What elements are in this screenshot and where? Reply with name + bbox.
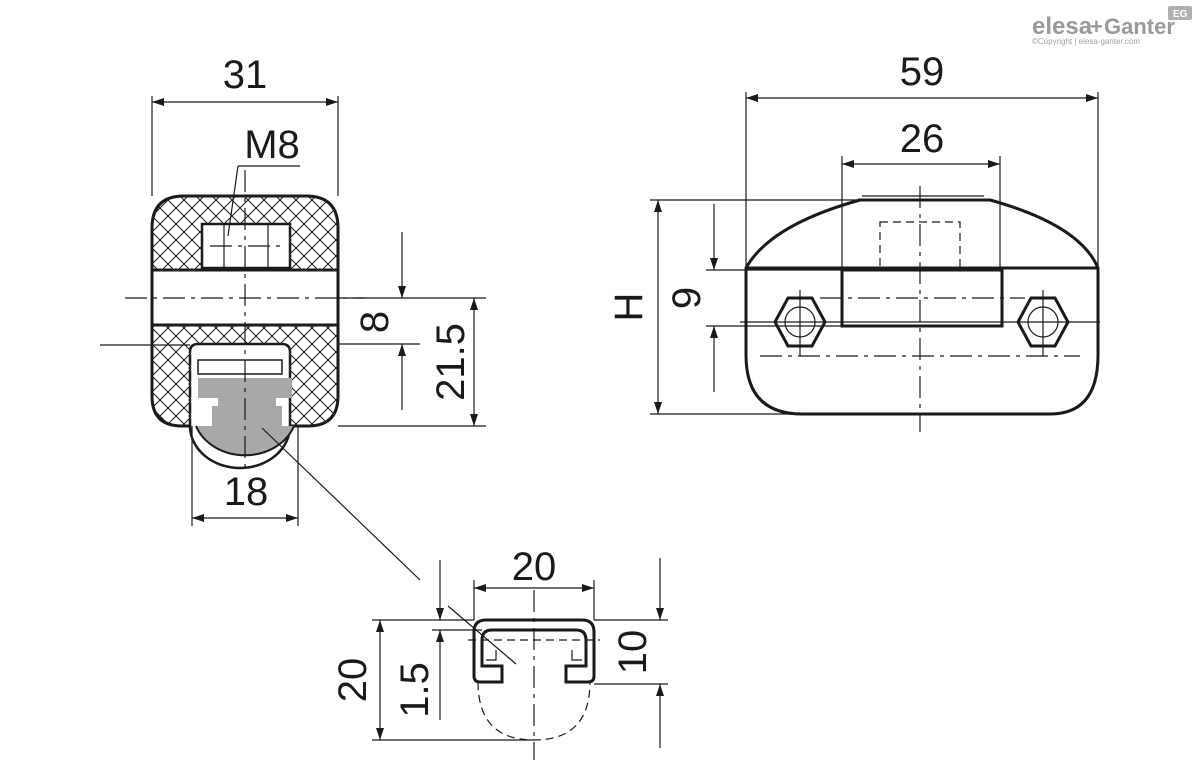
dim-detail-slot-height: 10: [611, 630, 655, 675]
logo-badge: EG: [1173, 9, 1188, 20]
dim-front-height: 21.5: [429, 323, 473, 401]
dim-side-width: 59: [900, 50, 945, 94]
front-view: 31 M8 8 21.5 18: [100, 53, 486, 581]
side-screw-right: [1016, 290, 1070, 356]
logo-copyright: ©Copyright | elesa-ganter.com: [1032, 37, 1140, 46]
dim-side-height: H: [607, 293, 651, 322]
side-screw-left: [773, 290, 827, 356]
dim-front-width: 31: [223, 53, 268, 97]
logo-plus: +: [1090, 14, 1103, 39]
side-hidden-nut: [879, 221, 961, 269]
dim-detail-width: 20: [512, 545, 557, 589]
dim-rail-width: 18: [224, 470, 269, 514]
detail-channel: [472, 618, 596, 684]
dim-detail-wall: 1.5: [393, 662, 437, 718]
thread-label: M8: [244, 123, 300, 167]
dim-bore: 9: [665, 287, 709, 309]
logo-badge-box: [1168, 6, 1192, 20]
front-upper-outline: [150, 194, 340, 270]
rail-detail: 20 20 1.5 10: [331, 545, 668, 760]
dim-side-inner-width: 26: [900, 117, 945, 161]
dim-slot: 8: [353, 311, 397, 333]
logo-brand-right: Ganter: [1104, 14, 1175, 39]
dim-detail-height: 20: [331, 658, 375, 703]
brand-logo: elesa + Ganter EG ©Copyright | elesa-gan…: [1032, 6, 1192, 46]
front-lower-knurl: [152, 325, 338, 426]
front-lower-outline: [150, 325, 340, 428]
logo-brand-left: elesa: [1032, 13, 1093, 40]
side-view: 59 26 H 9: [607, 50, 1100, 432]
